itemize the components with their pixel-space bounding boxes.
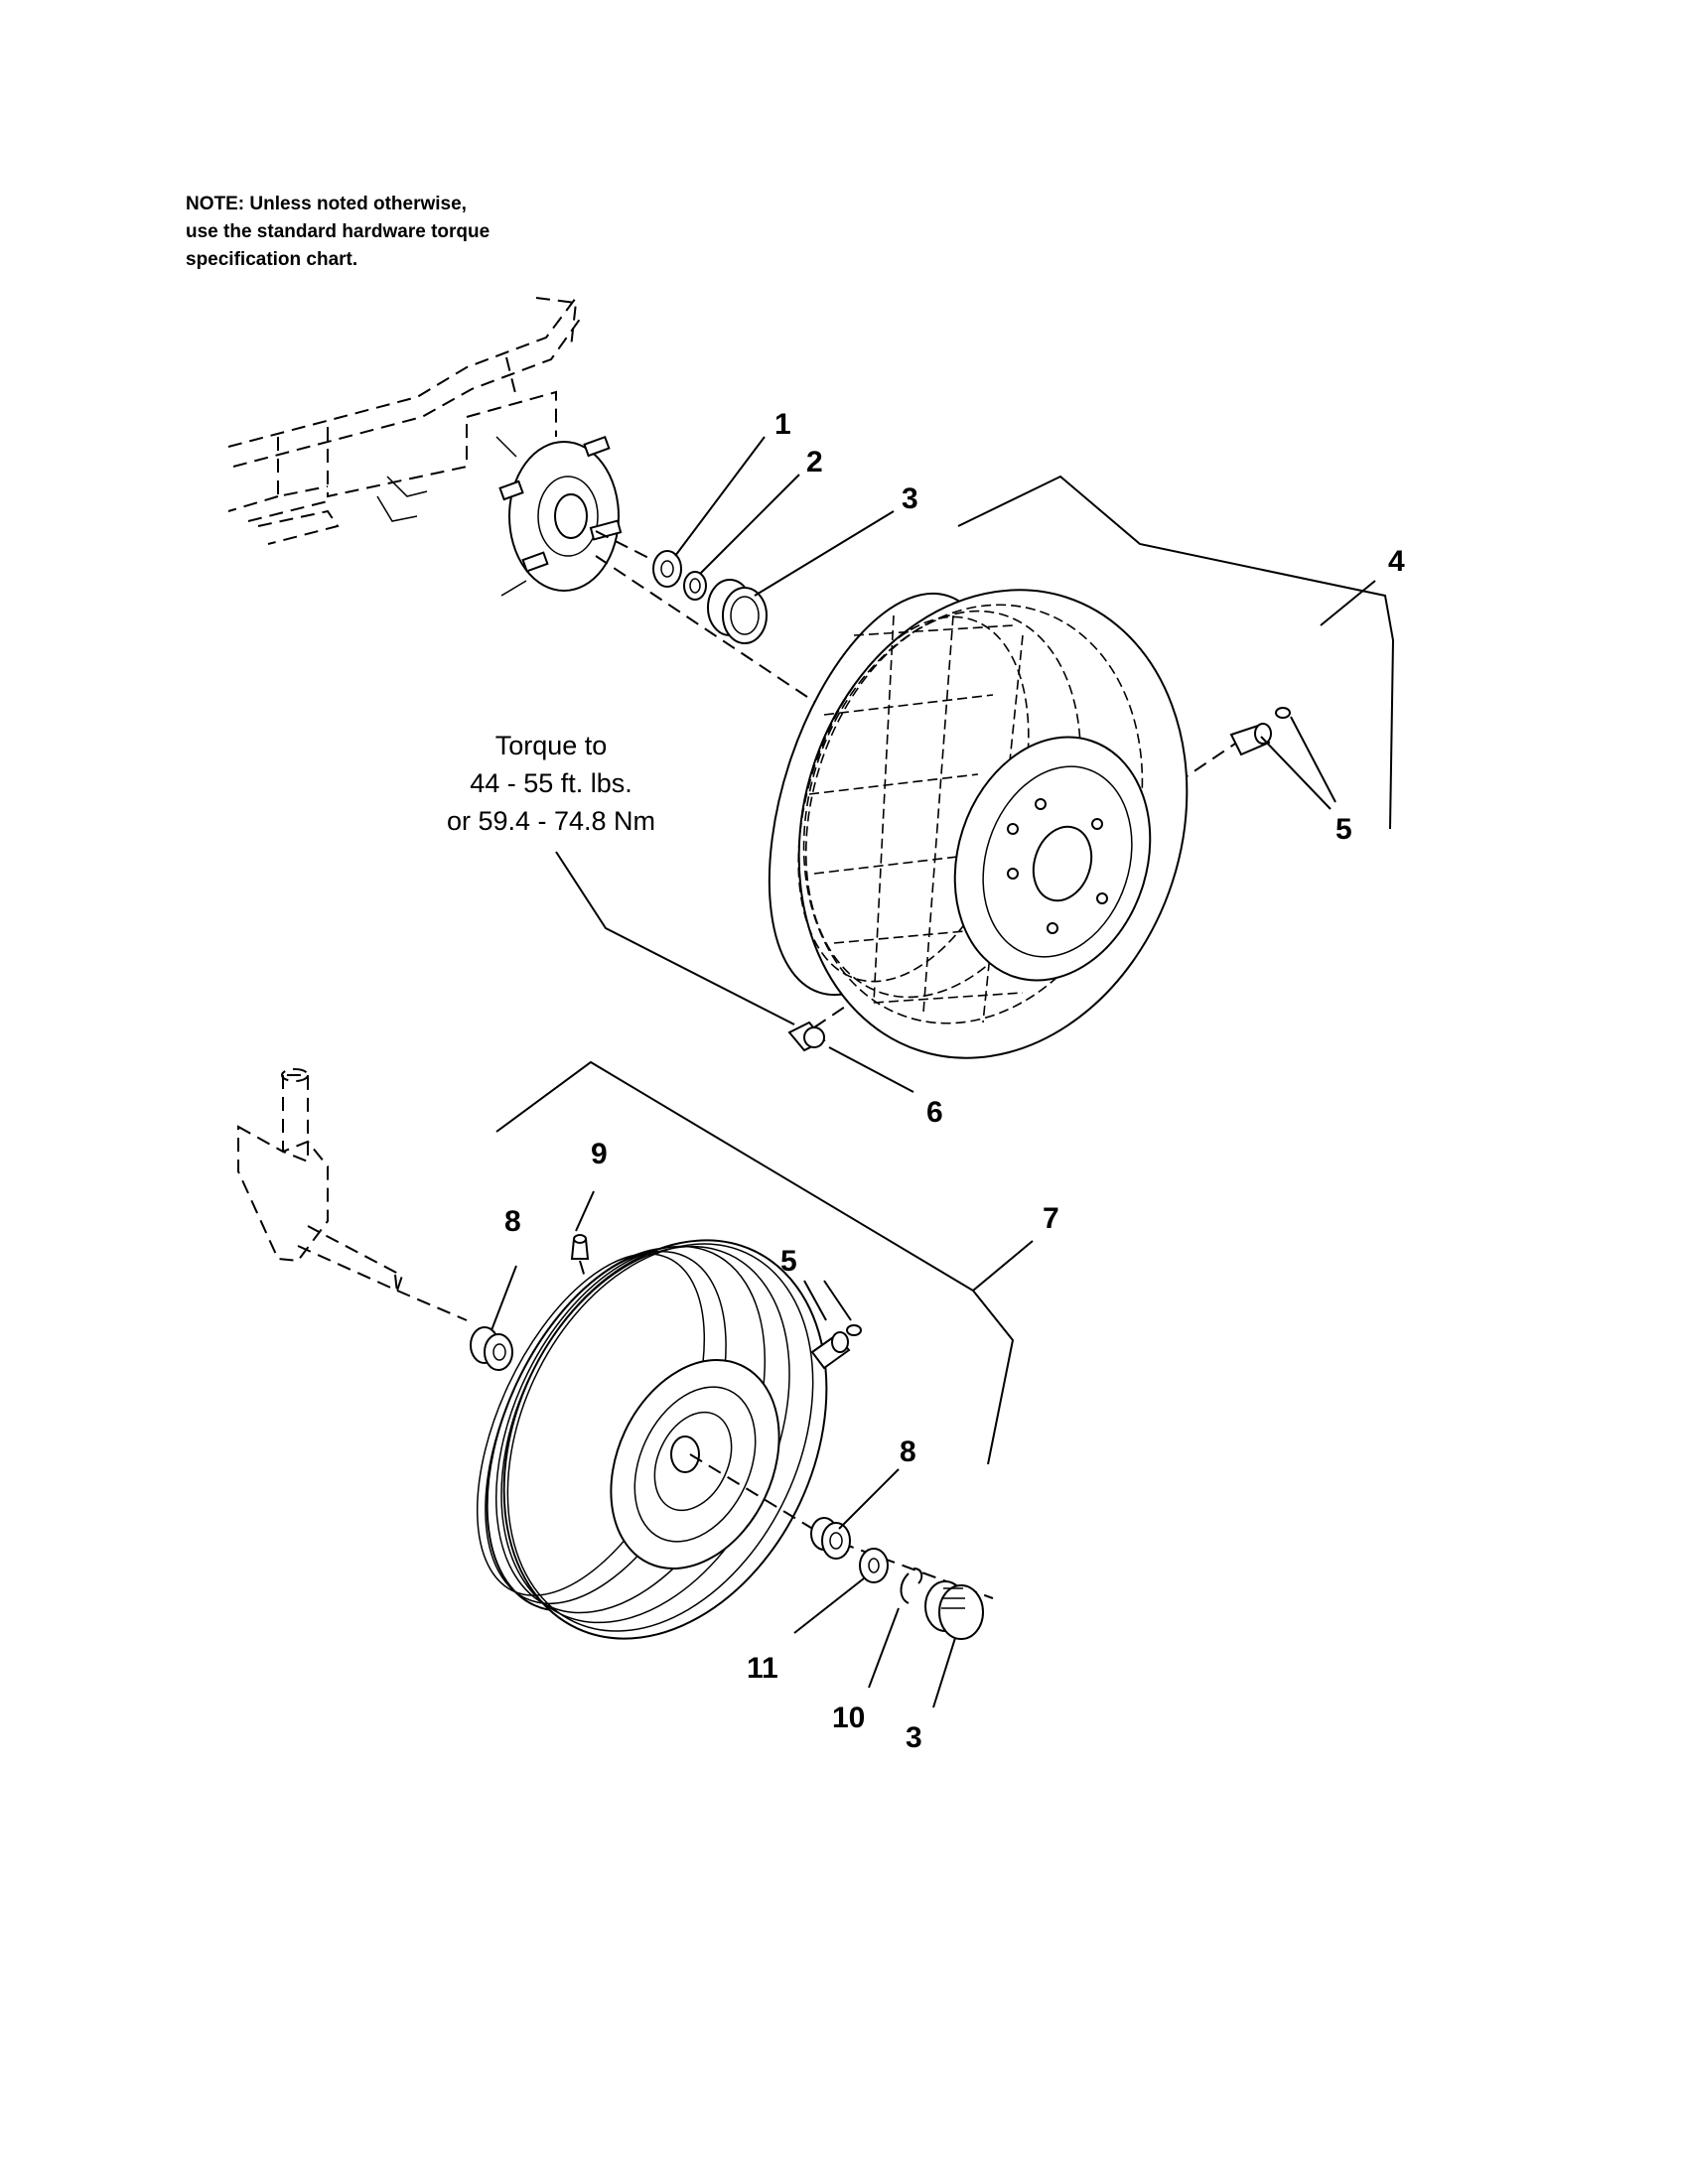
- part-9-grease-fitting: [570, 1234, 590, 1282]
- upper-axis-line: [595, 530, 661, 565]
- torque-line-2: 44 - 55 ft. lbs.: [470, 768, 632, 798]
- lug-nut-torque-note: Torque to 44 - 55 ft. lbs. or 59.4 - 74.…: [407, 727, 695, 840]
- callout-9: 9: [591, 1138, 608, 1170]
- caster-fork-phantom: [237, 1068, 468, 1321]
- part-2-lock-ring: [683, 571, 707, 601]
- part-6-lug-nut: [787, 1021, 826, 1052]
- callout-5-top: 5: [1335, 813, 1352, 846]
- callout-11: 11: [747, 1652, 778, 1685]
- callout-7: 7: [1043, 1202, 1059, 1235]
- callout-10: 10: [832, 1702, 865, 1734]
- wheel-hub: [495, 435, 623, 597]
- upper-leader-lines: [555, 436, 1395, 1093]
- part-5-valve-stem-bottom: [810, 1324, 862, 1370]
- callout-6: 6: [926, 1096, 943, 1129]
- part-11-washer: [859, 1548, 889, 1583]
- part-5-valve-stem-top: [1229, 707, 1291, 756]
- part-8-bushing-right: [810, 1517, 851, 1560]
- frame-spindle-phantom: [227, 297, 582, 545]
- callout-3-bottom: 3: [906, 1721, 922, 1754]
- torque-line-3: or 59.4 - 74.8 Nm: [446, 806, 656, 836]
- torque-line-1: Torque to: [494, 731, 608, 760]
- part-8-bushing-left: [470, 1326, 513, 1371]
- part-3-dust-cap-top: [707, 579, 768, 644]
- callout-2: 2: [806, 446, 823, 478]
- callout-5-bottom: 5: [780, 1245, 797, 1278]
- note-line-2: use the standard hardware torque: [186, 221, 491, 242]
- lower-leader-lines: [491, 1060, 1034, 1708]
- note-line-3: specification chart.: [186, 249, 358, 270]
- lower-wheel-tire: [476, 1239, 828, 1640]
- part-10-snap-ring: [900, 1568, 923, 1604]
- callout-8-left: 8: [504, 1205, 521, 1238]
- note-line-1: NOTE: Unless noted otherwise,: [186, 194, 467, 214]
- part-1-washer: [652, 550, 682, 588]
- callout-4: 4: [1388, 545, 1405, 578]
- callout-8-right: 8: [900, 1435, 916, 1468]
- callout-1: 1: [774, 408, 791, 441]
- upper-wheel-tire: [768, 589, 1189, 1059]
- torque-spec-note: NOTE: Unless noted otherwise, use the st…: [186, 191, 603, 274]
- upper-mount-line: [595, 555, 835, 716]
- part-3-dust-cap-bottom: [924, 1580, 984, 1640]
- callout-3-top: 3: [902, 482, 918, 515]
